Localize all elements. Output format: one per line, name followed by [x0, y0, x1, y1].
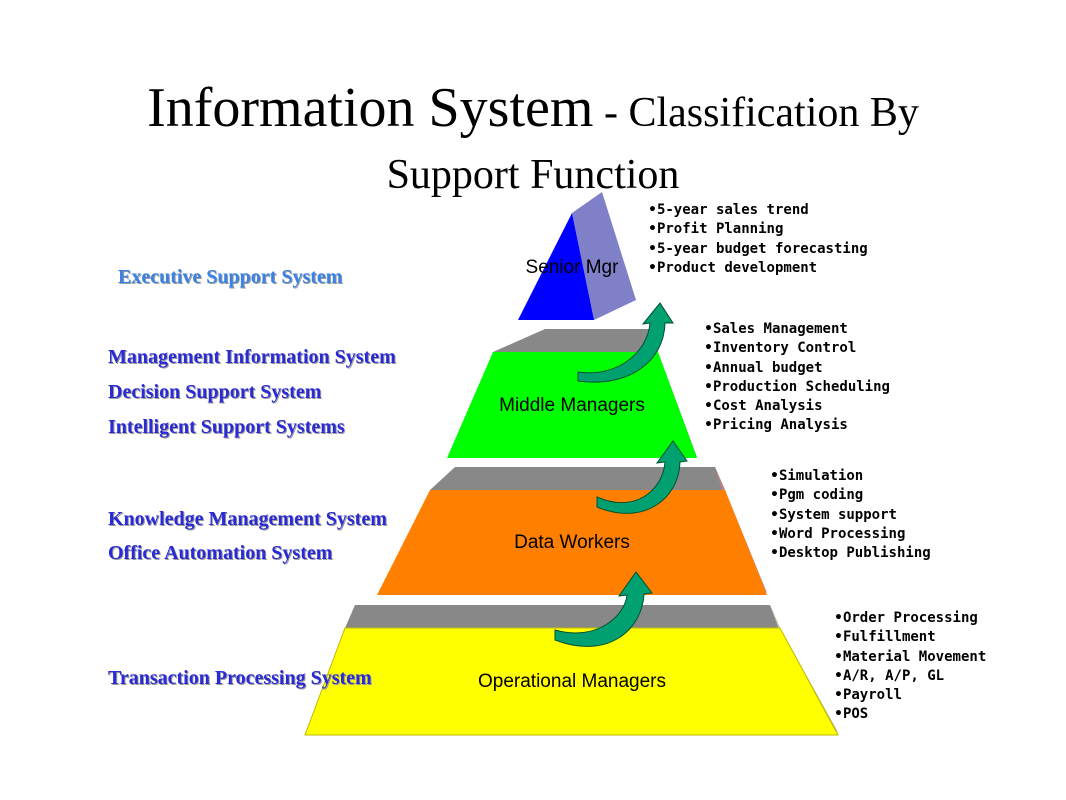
list-item: Fulfillment: [834, 628, 986, 647]
list-item: Word Processing: [770, 525, 931, 544]
tier-data-workers-front-face: [377, 490, 767, 595]
list-item: 5-year budget forecasting: [648, 240, 868, 259]
list-item: Annual budget: [704, 359, 890, 378]
title-sub-line2: Support Function: [386, 152, 680, 198]
curved-arrow-icon: [577, 302, 674, 383]
tier-operational-front-face: [304, 627, 839, 736]
upward-arrow-3: [554, 571, 653, 647]
list-item: Production Scheduling: [704, 378, 890, 397]
tier-middle-label: Middle Managers: [499, 395, 645, 416]
slide-title: Information System - Classification By Su…: [60, 78, 1006, 207]
curved-arrow-icon: [554, 571, 653, 647]
system-label-knowledge-management: Knowledge Management System: [108, 508, 387, 530]
data-workers-activities: Simulation Pgm coding System support Wor…: [770, 467, 931, 563]
tier-operational-label: Operational Managers: [478, 671, 666, 692]
middle-managers-activities: Sales Management Inventory Control Annua…: [704, 320, 890, 436]
system-label-intelligent-support: Intelligent Support Systems: [108, 416, 345, 438]
system-label-decision-support: Decision Support System: [108, 381, 322, 403]
list-item: Cost Analysis: [704, 397, 890, 416]
tier-senior-mgr: Senior Mgr: [518, 192, 636, 320]
operational-managers-activities: Order Processing Fulfillment Material Mo…: [834, 609, 986, 725]
list-item: POS: [834, 705, 986, 724]
system-label-transaction-processing: Transaction Processing System: [108, 667, 372, 689]
list-item: Inventory Control: [704, 339, 890, 358]
list-item: Order Processing: [834, 609, 986, 628]
tier-middle-front-face: [447, 352, 697, 458]
tier-middle-managers: Middle Managers: [447, 329, 697, 458]
list-item: Product development: [648, 259, 868, 278]
list-item: A/R, A/P, GL: [834, 667, 986, 686]
tier-senior-front-face: [518, 213, 594, 320]
list-item: Material Movement: [834, 648, 986, 667]
curved-arrow-icon: [596, 440, 688, 514]
tier-senior-label: Senior Mgr: [526, 257, 620, 278]
system-label-office-automation: Office Automation System: [108, 542, 333, 564]
upward-arrow-2: [596, 440, 688, 514]
tier-middle-top-face: [493, 329, 658, 352]
list-item: 5-year sales trend: [648, 201, 868, 220]
list-item: Pricing Analysis: [704, 416, 890, 435]
list-item: Simulation: [770, 467, 931, 486]
upward-arrow-1: [577, 302, 674, 383]
tier-data-workers-label: Data Workers: [514, 532, 630, 553]
system-label-management-information: Management Information System: [108, 346, 396, 368]
list-item: System support: [770, 506, 931, 525]
list-item: Payroll: [834, 686, 986, 705]
title-sub-line1: - Classification By: [593, 90, 919, 136]
tier-operational-top-face: [345, 605, 780, 628]
list-item: Profit Planning: [648, 220, 868, 239]
system-label-executive-support: Executive Support System: [118, 266, 343, 288]
tier-senior-side-face: [572, 192, 636, 320]
list-item: Desktop Publishing: [770, 544, 931, 563]
title-main: Information System: [147, 77, 594, 139]
list-item: Sales Management: [704, 320, 890, 339]
list-item: Pgm coding: [770, 486, 931, 505]
tier-data-workers: Data Workers: [377, 467, 767, 595]
senior-mgr-activities: 5-year sales trend Profit Planning 5-yea…: [648, 201, 868, 278]
tier-data-workers-top-face: [430, 467, 725, 490]
tier-operational-managers: Operational Managers: [304, 605, 839, 736]
